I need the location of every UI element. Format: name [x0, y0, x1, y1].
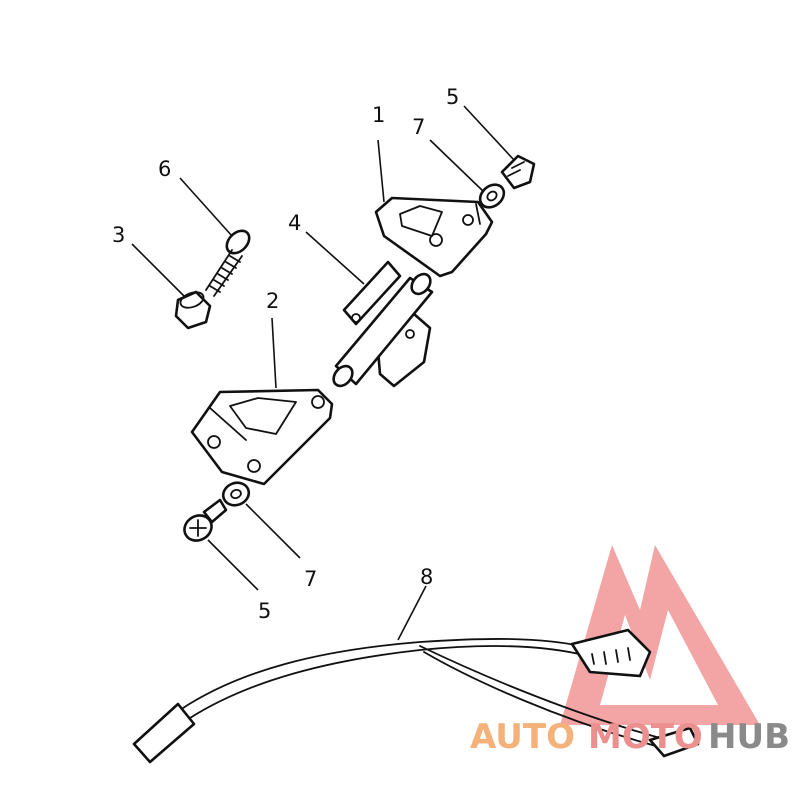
callout-numbers: 1 2 3 4 5 6 7 7 5 8	[112, 85, 459, 623]
callout-7-bottom: 7	[304, 567, 317, 591]
callout-8: 8	[420, 565, 433, 589]
callout-1: 1	[372, 103, 385, 127]
callout-4: 4	[288, 211, 301, 235]
part-5-upper-screw	[500, 154, 536, 190]
part-2-lower-bracket	[190, 388, 334, 486]
connector-left-icon	[132, 702, 196, 764]
part-6-bolt	[205, 229, 251, 297]
part-7-lower-washer	[221, 481, 251, 507]
watermark-text: AUTO MOTO HUB	[470, 717, 790, 757]
part-4-hinge-assembly	[332, 260, 434, 388]
callout-5-top: 5	[446, 85, 459, 109]
callout-6: 6	[158, 157, 171, 181]
part-7-upper-washer	[478, 183, 506, 209]
callout-7-top: 7	[412, 115, 425, 139]
watermark-hub: HUB	[708, 717, 790, 757]
leader-lines	[131, 105, 515, 641]
part-3-nut	[174, 290, 212, 330]
part-1-upper-bracket	[374, 196, 494, 278]
connector-right-icon	[570, 628, 652, 678]
terminal-icon	[648, 726, 700, 758]
callout-2: 2	[266, 289, 279, 313]
part-5-lower-screw	[183, 498, 228, 542]
watermark-moto: MOTO	[588, 717, 703, 757]
watermark-auto: AUTO	[470, 717, 575, 757]
callout-3: 3	[112, 223, 125, 247]
callout-5-bottom: 5	[258, 599, 271, 623]
watermark-logo	[560, 545, 760, 725]
part-8-wire-harness	[132, 628, 700, 764]
